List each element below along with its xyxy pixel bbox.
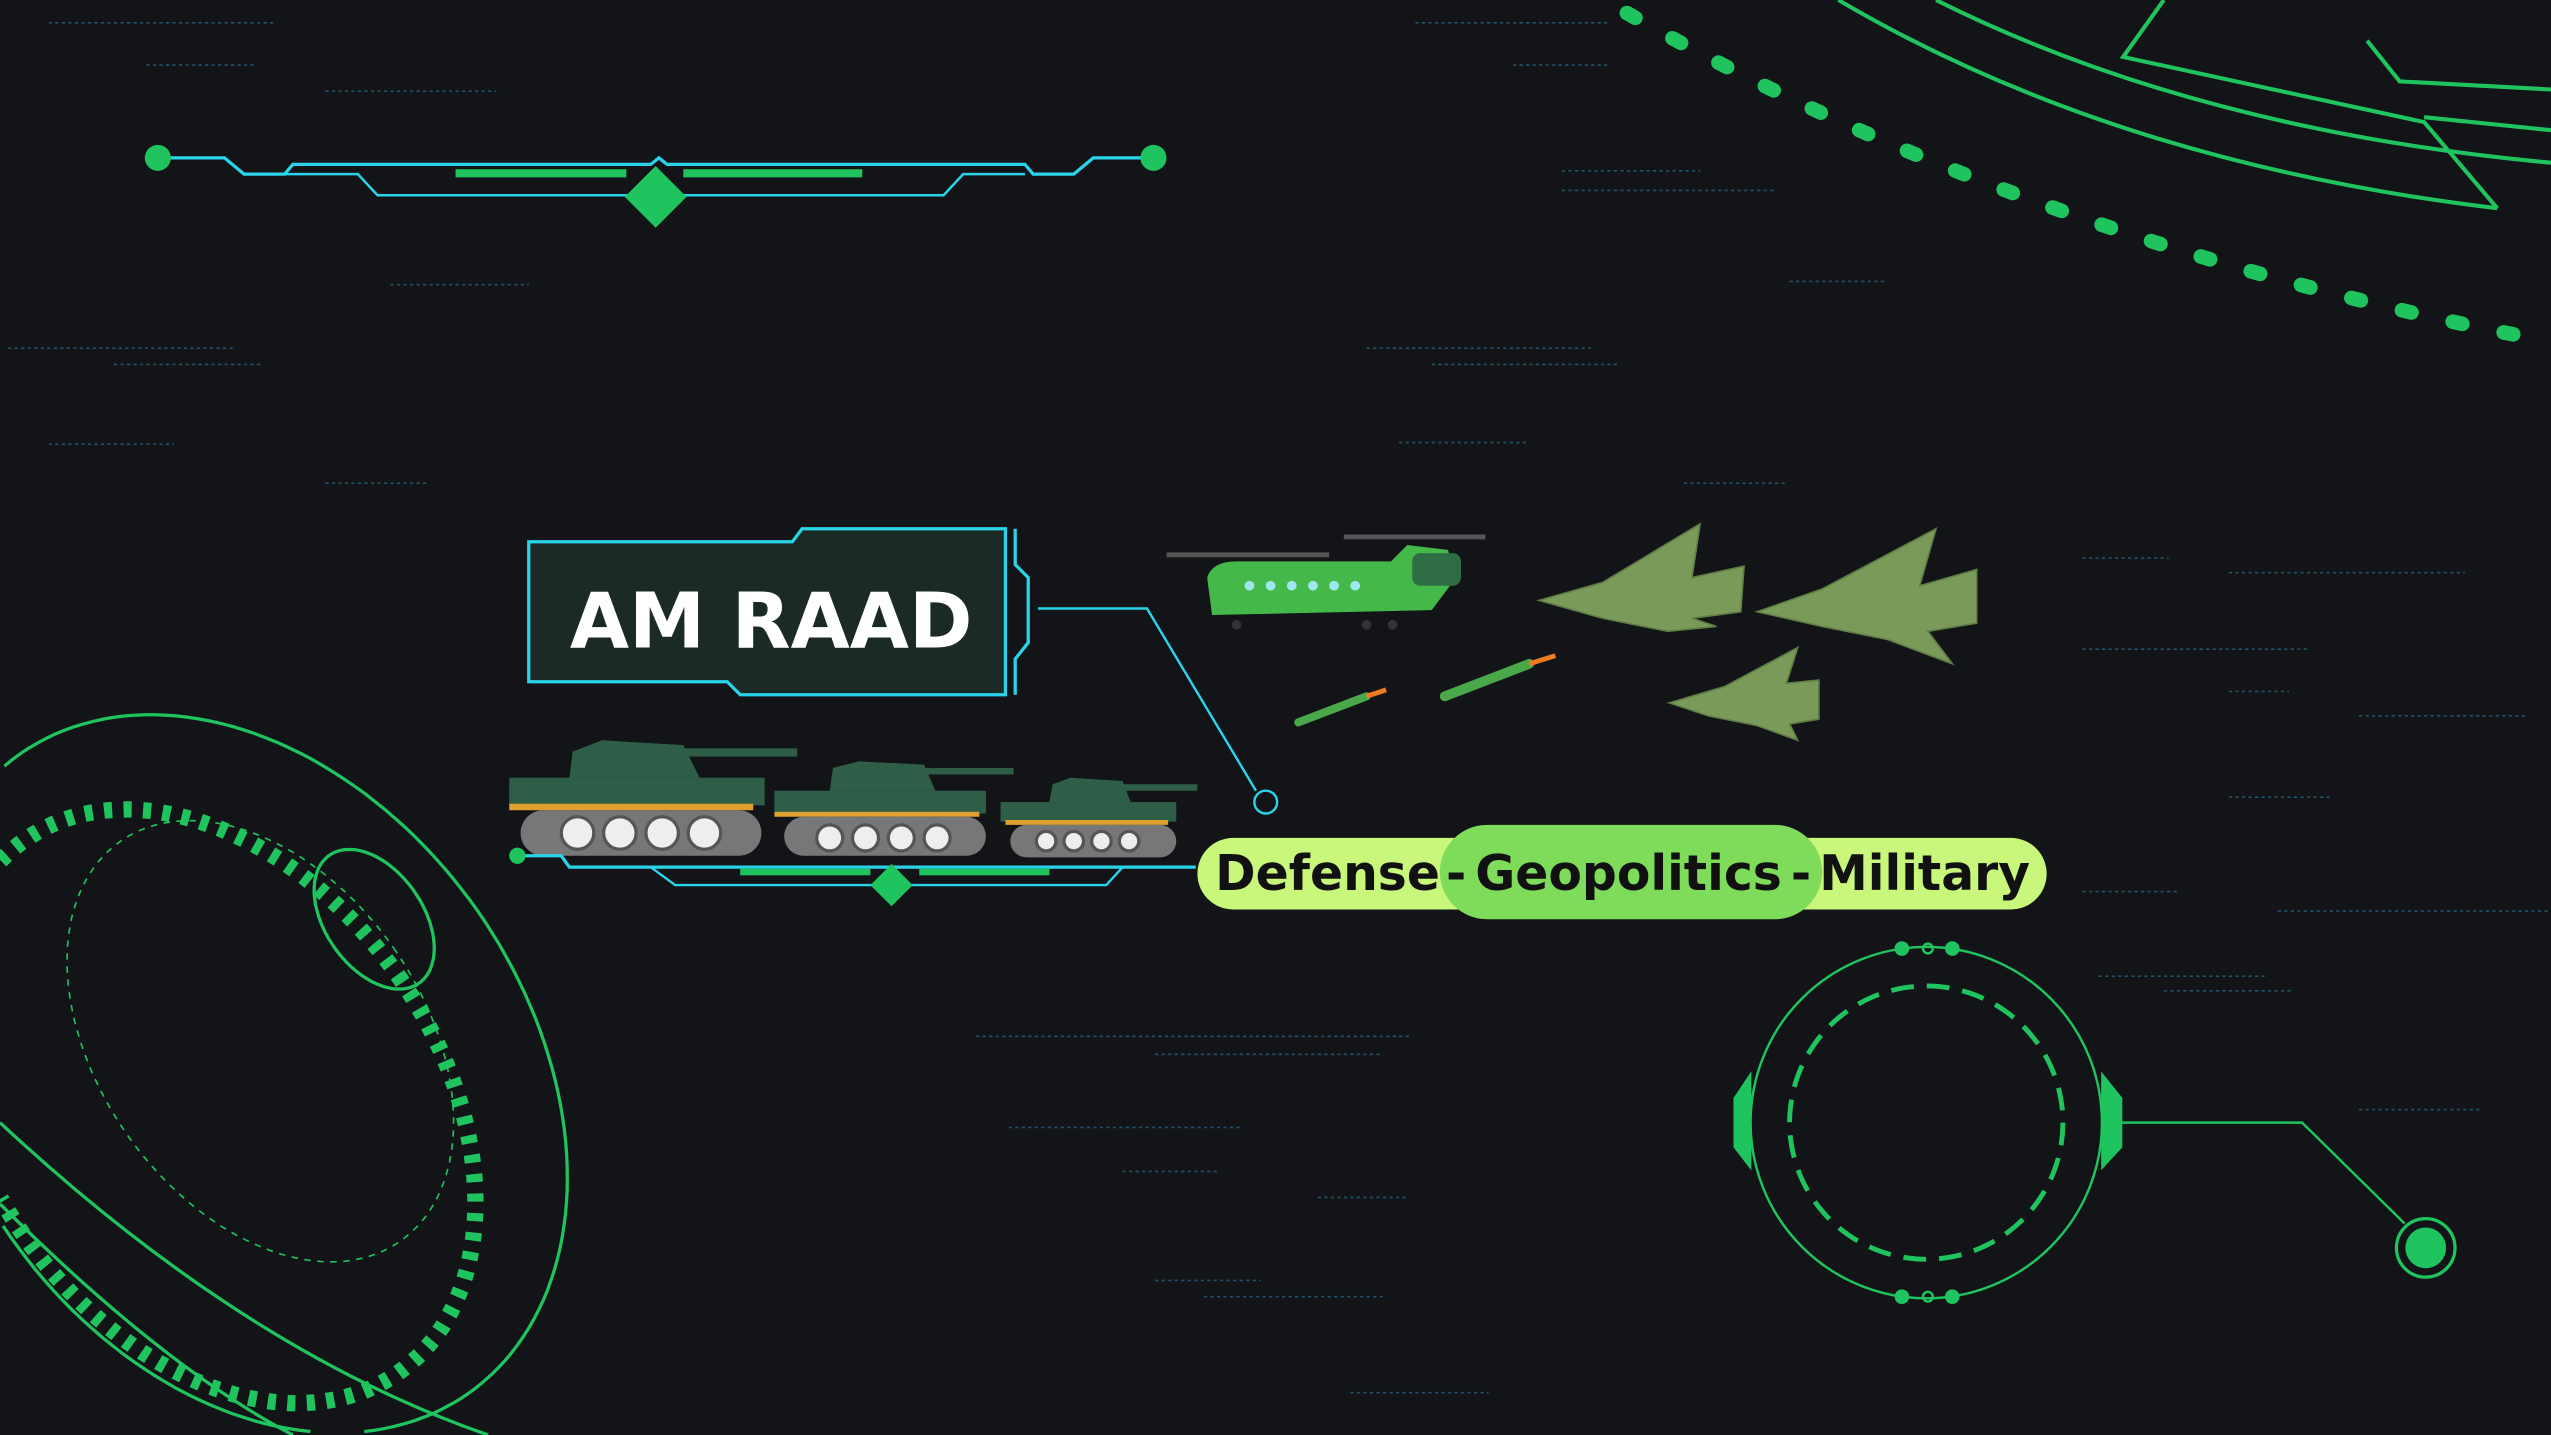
tag-geopolitics: Geopolitics [1475,845,1782,902]
tag-military: Military [1819,845,2030,902]
fighter-jets-icon [1536,522,1978,742]
tag-separator: - [1446,845,1466,902]
diamond-icon [870,863,913,907]
corner-arcs-top-right [1619,0,2551,350]
dial-ring-dashed [0,801,484,1412]
tanks-icon [509,740,1198,858]
tag-defense: Defense [1215,845,1440,902]
dial-ring-outer [1,713,569,1434]
tags-pill: Defense - Geopolitics - Military [1197,824,2047,920]
helicopter-icon [1166,534,1486,630]
corner-dial-bottom-left [0,713,569,1435]
hud-bar-top [144,144,1167,228]
dial-ring-inner [66,819,455,1263]
background-streaks [8,21,2551,1394]
tank-medium [774,761,1014,856]
tag-separator: - [1791,845,1811,902]
missiles-icon [1294,653,1557,727]
hud-bar-bottom [509,847,1196,907]
dial-ring-small [312,847,436,991]
title-box: AM RAAD [527,527,1279,815]
channel-title: AM RAAD [570,578,973,667]
tank-small [1000,777,1198,858]
diamond-icon [624,165,687,228]
target-ring [1733,941,2457,1305]
tank-large [509,740,798,856]
